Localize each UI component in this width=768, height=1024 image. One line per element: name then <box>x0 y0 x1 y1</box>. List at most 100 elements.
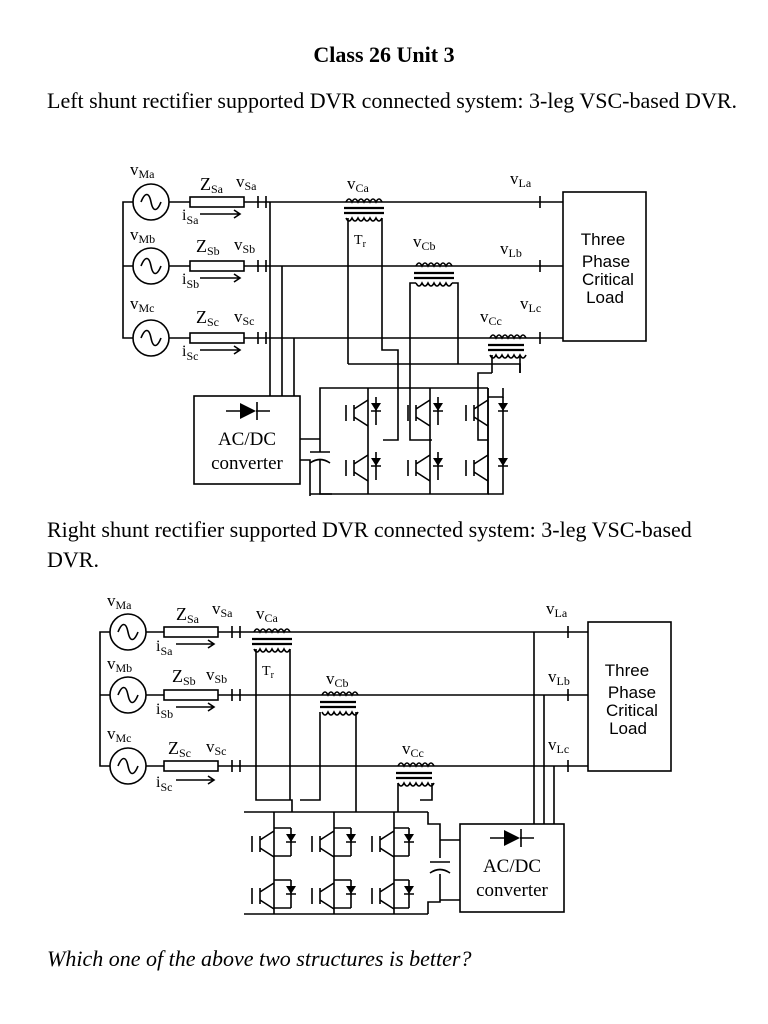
source-mc-label: vMc <box>130 294 155 315</box>
dc-capacitor-icon <box>309 388 489 495</box>
impedance-sb-icon <box>163 689 219 701</box>
question-text: Which one of the above two structures is… <box>47 946 472 971</box>
impedance-sb-label: ZSb <box>196 236 220 258</box>
source-mb-icon <box>132 247 170 285</box>
transformer-a-icon <box>252 628 292 653</box>
converter-label-line2: converter <box>476 880 548 901</box>
pcc-a-marker <box>257 196 267 208</box>
load-voltage-la-label: vLa <box>510 169 532 190</box>
transformer-voltage-ca-label: vCa <box>256 604 279 625</box>
pcc-a-marker <box>231 626 241 638</box>
source-ma-icon <box>132 183 170 221</box>
leg-a-output <box>381 231 399 441</box>
igbt-switch-icon <box>251 879 296 910</box>
source-mc-label: vMc <box>107 724 132 745</box>
converter-label-line2: converter <box>211 453 283 474</box>
transformer-voltage-ca-label: vCa <box>347 174 370 195</box>
diode-icon <box>226 402 270 420</box>
transformer-voltage-cc-label: vCc <box>480 307 502 328</box>
dc-link-wires <box>427 812 441 914</box>
current-sc-arrow <box>176 775 216 785</box>
source-mb-label: vMb <box>130 225 155 246</box>
load-label-line2: Phase <box>582 252 630 271</box>
source-mc-icon <box>109 747 147 785</box>
current-sa-label: iSa <box>156 638 173 658</box>
impedance-sa-label: ZSa <box>200 174 224 196</box>
intro-right-structure: Right shunt rectifier supported DVR conn… <box>47 517 692 572</box>
impedance-sc-label: ZSc <box>168 738 191 760</box>
intro-left-structure: Left shunt rectifier supported DVR conne… <box>47 88 738 113</box>
igbt-switch-icon <box>407 397 443 427</box>
transformer-a-secondary <box>255 649 293 812</box>
voltage-sa-label: vSa <box>236 172 257 193</box>
load-label-line3: Critical <box>606 701 658 720</box>
source-ma-label: vMa <box>107 591 132 612</box>
load-voltage-la-label: vLa <box>546 599 568 620</box>
source-ma-label: vMa <box>130 160 155 181</box>
transformer-c-secondary <box>397 783 433 812</box>
impedance-sc-icon <box>189 332 245 344</box>
load-label-line1: Three <box>605 661 649 680</box>
load-voltage-lc-label: vLc <box>548 735 569 756</box>
igbt-switch-icon <box>465 452 508 482</box>
vsc-leg-rails <box>244 811 428 915</box>
igbt-switch-icon <box>311 827 356 858</box>
impedance-sa-icon <box>163 626 219 638</box>
dc-link-wires <box>300 387 488 496</box>
current-sb-label: iSb <box>156 701 173 721</box>
transformer-c-icon <box>396 762 435 787</box>
pcc-b-marker <box>231 689 241 701</box>
voltage-sc-label: vSc <box>206 737 227 758</box>
igbt-switch-icon <box>345 397 381 427</box>
pcc-b-marker <box>257 260 267 272</box>
voltage-sc-label: vSc <box>234 307 255 328</box>
impedance-sa-icon <box>189 196 245 208</box>
transformer-voltage-cb-label: vCb <box>413 232 436 253</box>
current-sa-label: iSa <box>182 207 199 227</box>
source-neutral-wire <box>99 631 110 767</box>
source-mb-icon <box>109 676 147 714</box>
impedance-sc-icon <box>163 760 219 772</box>
dc-capacitor-icon <box>429 861 451 874</box>
source-mb-label: vMb <box>107 654 132 675</box>
transformer-b-icon <box>409 262 459 296</box>
shunt-tap-wires <box>533 632 555 824</box>
page-title: Class 26 Unit 3 <box>313 42 455 67</box>
diode-icon <box>490 829 534 847</box>
load-label-line1: Three <box>581 230 625 249</box>
converter-label-line1: AC/DC <box>218 429 276 450</box>
current-sa-arrow <box>176 639 216 649</box>
load-label-line4: Load <box>609 719 647 738</box>
left-shunt-dvr-diagram: vMa vMb vMc ZSa vSa iSa ZSb vSb iSb ZSc … <box>122 160 647 496</box>
acdc-converter-box <box>459 823 565 913</box>
leg-c-diode-links <box>488 388 504 495</box>
load-label-line3: Critical <box>582 270 634 289</box>
impedance-sc-label: ZSc <box>196 307 219 329</box>
load-voltage-lb-label: vLb <box>548 667 570 688</box>
transformer-a-icon <box>344 198 384 231</box>
transformer-voltage-cc-label: vCc <box>402 739 424 760</box>
load-voltage-lb-label: vLb <box>500 239 522 260</box>
leg-b-output <box>409 296 432 441</box>
converter-dc-wires <box>440 839 460 901</box>
current-sb-arrow <box>200 273 242 283</box>
transformer-voltage-cb-label: vCb <box>326 669 349 690</box>
igbt-switch-icon <box>371 879 414 910</box>
igbt-switch-icon <box>407 452 443 482</box>
transformer-neutral-return <box>348 363 521 373</box>
igbt-switch-icon <box>465 397 508 427</box>
current-sc-label: iSc <box>156 774 172 794</box>
igbt-switch-icon <box>371 827 414 858</box>
converter-label-line1: AC/DC <box>483 856 541 877</box>
igbt-switch-icon <box>345 452 381 482</box>
voltage-sb-label: vSb <box>234 235 255 256</box>
acdc-converter-box <box>193 395 301 485</box>
current-sc-arrow <box>200 345 242 355</box>
voltage-sa-label: vSa <box>212 599 233 620</box>
right-shunt-dvr-diagram: vMa vMb vMc ZSa vSa iSa ZSb vSb iSb ZSc … <box>99 591 672 915</box>
pcc-c-marker <box>257 332 267 344</box>
shunt-tap-wires <box>269 202 295 396</box>
current-sa-arrow <box>200 209 242 219</box>
igbt-switch-icon <box>251 827 296 858</box>
three-phase-load-box <box>587 621 672 772</box>
